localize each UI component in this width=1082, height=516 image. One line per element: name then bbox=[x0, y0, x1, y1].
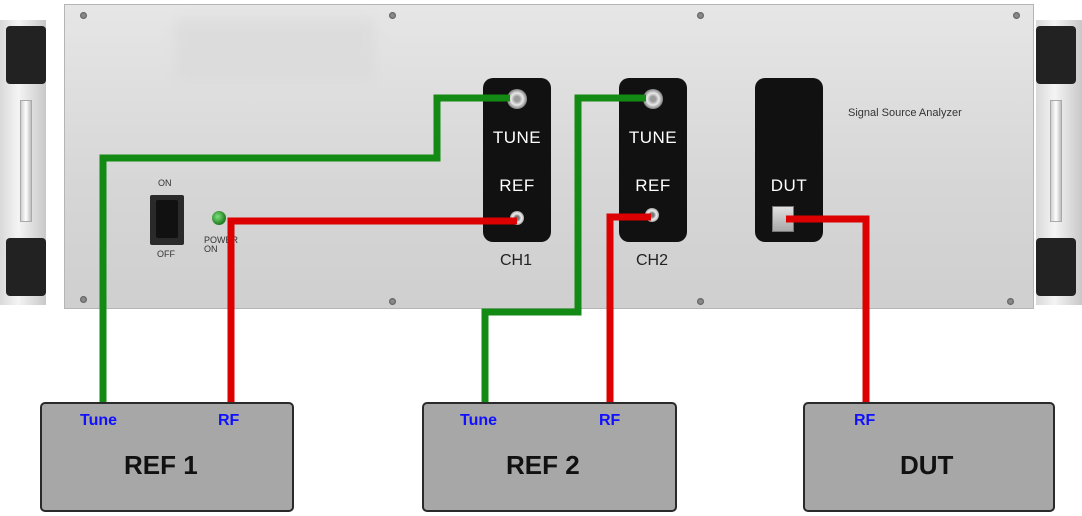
screw-icon bbox=[1013, 12, 1020, 19]
screw-icon bbox=[389, 12, 396, 19]
ref1-rf-cable bbox=[227, 217, 517, 404]
dut-module-label: DUT bbox=[770, 176, 808, 195]
handle-grip-top bbox=[6, 26, 46, 84]
dut-box: RF DUT bbox=[803, 402, 1055, 512]
handle-bar bbox=[20, 100, 32, 222]
right-rack-handle bbox=[1036, 20, 1082, 305]
screw-icon bbox=[80, 296, 87, 303]
screw-icon bbox=[697, 298, 704, 305]
ref2-tune-cable bbox=[481, 94, 646, 404]
ref2-title: REF 2 bbox=[506, 450, 580, 480]
ch1-tune-connector-icon[interactable] bbox=[507, 89, 527, 109]
ref1-rf-port-label: RF bbox=[218, 412, 240, 429]
ref1-tune-cable bbox=[99, 94, 510, 404]
dut-rf-cable bbox=[786, 215, 870, 404]
handle-bar bbox=[1050, 100, 1062, 222]
handle-grip-top bbox=[1036, 26, 1076, 84]
power-on-label: ON bbox=[158, 178, 172, 188]
ref2-box: Tune RF REF 2 bbox=[422, 402, 677, 512]
ch2-label: CH2 bbox=[636, 252, 669, 269]
screw-icon bbox=[80, 12, 87, 19]
ch2-tune-label: TUNE bbox=[628, 128, 678, 147]
ch1-tune-label: TUNE bbox=[492, 128, 542, 147]
ref1-title: REF 1 bbox=[124, 450, 198, 480]
ch1-ref-label: REF bbox=[499, 176, 535, 195]
ch2-ref-label: REF bbox=[635, 176, 671, 195]
brand-label: Signal Source Analyzer bbox=[848, 107, 962, 119]
ref2-rf-port-label: RF bbox=[599, 412, 621, 429]
power-led-icon bbox=[212, 211, 226, 225]
dut-rf-port-label: RF bbox=[854, 412, 876, 429]
power-off-label: OFF bbox=[157, 249, 175, 259]
screw-icon bbox=[389, 298, 396, 305]
left-rack-handle bbox=[0, 20, 46, 305]
ref1-tune-port-label: Tune bbox=[80, 412, 118, 429]
ref2-rf-cable bbox=[606, 213, 651, 404]
screw-icon bbox=[697, 12, 704, 19]
handle-grip-bottom bbox=[1036, 238, 1076, 296]
power-switch-rocker[interactable] bbox=[156, 200, 178, 238]
ch1-label: CH1 bbox=[500, 252, 533, 269]
ch2-tune-connector-icon[interactable] bbox=[643, 89, 663, 109]
ref1-box: Tune RF REF 1 bbox=[40, 402, 294, 512]
handle-grip-bottom bbox=[6, 238, 46, 296]
dut-title: DUT bbox=[900, 450, 954, 480]
screw-icon bbox=[1007, 298, 1014, 305]
power-led-label: POWER ON bbox=[204, 235, 239, 254]
ref2-tune-port-label: Tune bbox=[460, 412, 498, 429]
